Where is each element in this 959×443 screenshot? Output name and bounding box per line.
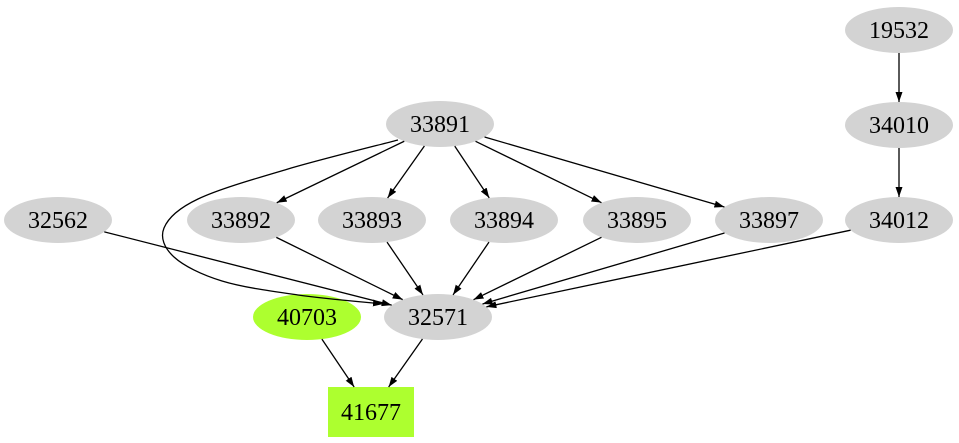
node-label-34012: 34012 bbox=[869, 208, 929, 234]
node-label-41677: 41677 bbox=[341, 400, 401, 426]
node-label-33894: 33894 bbox=[474, 208, 534, 234]
node-label-33891: 33891 bbox=[410, 112, 470, 138]
edge-32562-32571 bbox=[104, 231, 392, 307]
node-label-19532: 19532 bbox=[869, 18, 929, 44]
node-label-33893: 33893 bbox=[342, 208, 402, 234]
node-label-33892: 33892 bbox=[211, 208, 271, 234]
node-label-32562: 32562 bbox=[28, 208, 88, 234]
graph-node-34012 bbox=[845, 197, 953, 243]
node-label-40703: 40703 bbox=[277, 305, 337, 331]
edge-33891-33894 bbox=[454, 145, 490, 199]
node-label-33895: 33895 bbox=[607, 208, 667, 234]
edge-33891-32571 bbox=[161, 139, 399, 307]
graph-node-33892 bbox=[187, 197, 295, 243]
graph-node-41677 bbox=[328, 387, 414, 437]
graph-node-33891 bbox=[386, 101, 494, 147]
edges-layer bbox=[104, 53, 903, 388]
node-label-32571: 32571 bbox=[408, 305, 468, 331]
edge-40703-41677 bbox=[321, 338, 355, 388]
edge-33895-32571 bbox=[473, 236, 602, 301]
node-label-33897: 33897 bbox=[739, 208, 799, 234]
graph-node-40703 bbox=[253, 294, 361, 340]
node-label-34010: 34010 bbox=[869, 113, 929, 139]
edge-33897-32571 bbox=[482, 232, 725, 305]
graph-node-19532 bbox=[845, 7, 953, 53]
graph-node-33894 bbox=[450, 197, 558, 243]
edge-34012-32571 bbox=[486, 229, 851, 309]
graph-node-33897 bbox=[715, 197, 823, 243]
graph-node-32562 bbox=[4, 197, 112, 243]
edge-33891-33897 bbox=[484, 136, 725, 208]
edge-33894-32571 bbox=[452, 241, 490, 296]
graph-node-32571 bbox=[384, 294, 492, 340]
edge-33893-32571 bbox=[386, 241, 424, 296]
graph-node-33895 bbox=[583, 197, 691, 243]
edge-33892-32571 bbox=[276, 236, 403, 301]
edge-33891-33895 bbox=[475, 140, 602, 204]
edge-33891-33893 bbox=[387, 145, 425, 199]
graph-node-34010 bbox=[845, 102, 953, 148]
nodes-layer: 19532 34010 34012 33891 32562 33892 33893 33894… bbox=[4, 7, 953, 437]
edge-33891-33892 bbox=[276, 140, 405, 204]
edge-32571-41677 bbox=[388, 338, 423, 388]
graph-node-33893 bbox=[318, 197, 426, 243]
